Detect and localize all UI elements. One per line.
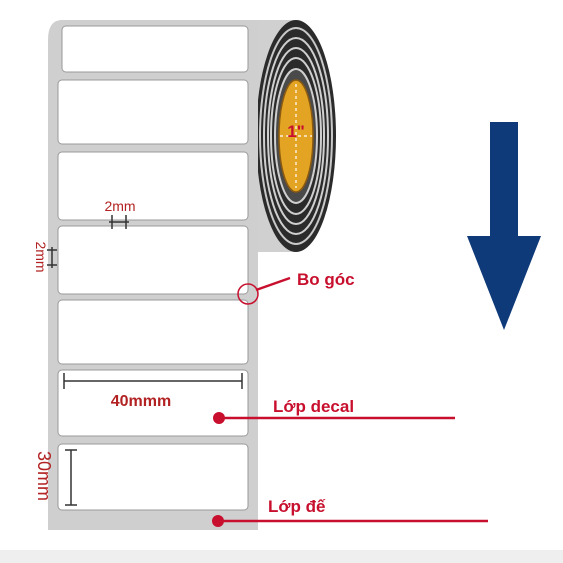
- height-label: 30mm: [34, 451, 54, 501]
- gap-vertical-label: 2mm: [33, 241, 49, 272]
- gap-horizontal-label: 2mm: [104, 198, 135, 214]
- decal-layer-label: Lớp decal: [273, 397, 354, 416]
- label-item: [57, 79, 249, 145]
- label-item: [57, 151, 249, 221]
- backing-layer-label: Lớp đế: [268, 497, 326, 516]
- bottom-strip: [0, 550, 563, 563]
- label-item: [57, 369, 249, 437]
- label-item: [61, 25, 249, 73]
- width-label: 40mmm: [111, 393, 171, 410]
- height-dimension: [65, 449, 77, 506]
- paper-core: [278, 79, 314, 193]
- down-arrow-icon: [467, 122, 541, 330]
- label-item: [57, 225, 249, 295]
- rounded-corner-label: Bo góc: [297, 270, 355, 289]
- rounded-corner-marker: [237, 283, 259, 305]
- label-item: [57, 299, 249, 365]
- gap-vertical-marker: [47, 247, 57, 268]
- label-item: [57, 443, 249, 511]
- gap-horizontal-marker: [109, 215, 129, 229]
- label-stack: [57, 25, 249, 511]
- core-size-label: 1": [287, 122, 305, 141]
- width-dimension: [63, 373, 243, 389]
